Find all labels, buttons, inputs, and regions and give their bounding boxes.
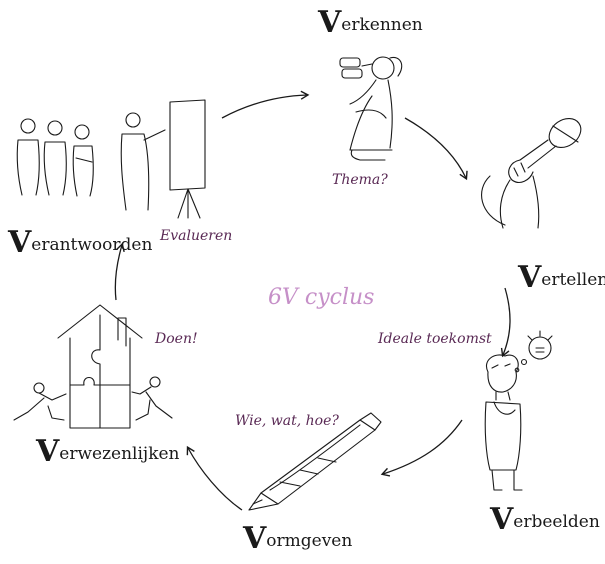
note-ideale-toekomst: Ideale toekomst xyxy=(378,331,492,347)
note-thema: Thema? xyxy=(332,172,388,188)
stage-label-vormgeven: Vormgeven xyxy=(243,524,352,554)
stage-initial: V xyxy=(490,502,514,537)
stage-rest: erkennen xyxy=(341,15,423,35)
arrow-vormgeven-to-verwezenlijken xyxy=(186,445,243,511)
stage-label-verantwoorden: Verantwoorden xyxy=(8,228,152,258)
arrow-vertellen-to-verbeelden xyxy=(500,287,511,358)
stage-initial: V xyxy=(518,260,542,295)
stage-initial: V xyxy=(318,5,342,40)
stage-rest: ertellen xyxy=(541,270,605,290)
note-doen: Doen! xyxy=(155,331,198,347)
stage-label-verwezenlijken: Verwezenlijken xyxy=(36,437,180,467)
arrow-verkennen-to-vertellen xyxy=(404,117,468,181)
stage-label-vertellen: Vertellen xyxy=(518,263,605,293)
stage-initial: V xyxy=(36,434,60,469)
note-wie-wat-hoe: Wie, wat, hoe? xyxy=(235,413,339,429)
stage-initial: V xyxy=(8,225,32,260)
note-evalueren: Evalueren xyxy=(160,228,233,244)
stage-rest: ormgeven xyxy=(266,531,353,551)
stage-rest: erbeelden xyxy=(513,512,600,532)
stage-rest: erwezenlijken xyxy=(59,444,180,464)
center-title: 6V cyclus xyxy=(268,285,375,310)
microphone-icon xyxy=(481,118,582,229)
stage-label-verkennen: Verkennen xyxy=(318,8,423,38)
arrow-verbeelden-to-vormgeven xyxy=(380,419,463,477)
stage-initial: V xyxy=(243,521,267,556)
team-presentation-icon xyxy=(16,99,206,219)
stage-rest: erantwoorden xyxy=(31,235,153,255)
puzzle-house-icon xyxy=(13,304,173,429)
stage-label-verbeelden: Verbeelden xyxy=(490,505,600,535)
arrow-verwezenlijken-to-verantwoorden xyxy=(114,242,125,301)
thinking-person-icon xyxy=(484,330,553,491)
pen-icon xyxy=(248,412,382,511)
arrow-verantwoorden-to-verkennen xyxy=(221,90,310,119)
binoculars-person-icon xyxy=(339,56,403,161)
